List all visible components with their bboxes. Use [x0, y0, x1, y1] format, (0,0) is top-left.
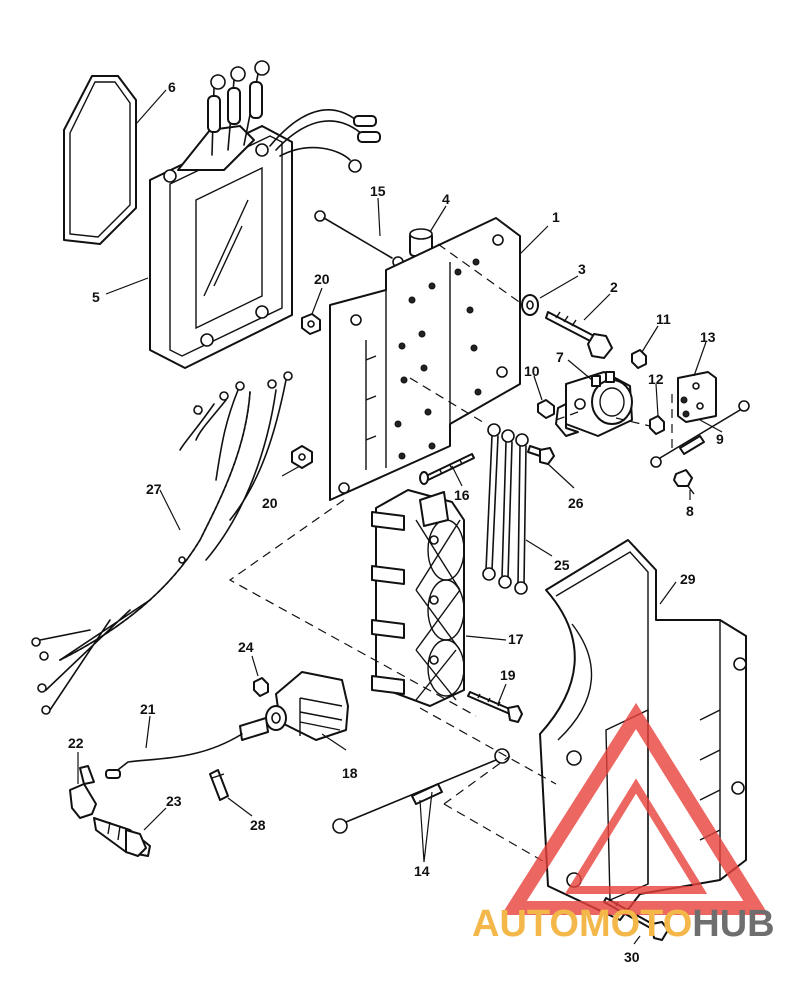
callout-12: 12 [648, 371, 664, 387]
part-22-plug-boot [69, 765, 97, 819]
callout-20-upper: 20 [314, 271, 330, 287]
callout-1: 1 [552, 209, 560, 225]
callout-26: 26 [568, 495, 584, 511]
triangle-logo-icon [501, 702, 769, 915]
callout-21: 21 [140, 701, 156, 717]
part-11-nut [631, 349, 647, 369]
callout-3: 3 [578, 261, 586, 277]
watermark-text-hub: HUB [692, 903, 775, 945]
part-20-nut-lower [291, 445, 313, 469]
callout-18: 18 [342, 765, 358, 781]
part-17-coil-bracket [371, 489, 465, 707]
callout-5: 5 [92, 289, 100, 305]
part-20-nut-upper [301, 313, 321, 335]
callout-30: 30 [624, 949, 640, 965]
callout-9: 9 [716, 431, 724, 447]
part-27-wire-harness [31, 371, 293, 715]
part-25-ground-straps [482, 423, 529, 595]
part-3-washer [521, 294, 539, 316]
callout-2: 2 [610, 279, 618, 295]
assembly-lines [228, 243, 651, 865]
part-26-screw [527, 445, 555, 465]
part-8-screw [673, 469, 695, 495]
part-19-screw [467, 691, 523, 723]
callout-15: 15 [370, 183, 386, 199]
part-16-screw [419, 453, 475, 485]
part-15-ground-strap [314, 210, 404, 268]
part-21-lead [105, 733, 243, 779]
callout-19: 19 [500, 667, 516, 683]
callout-24: 24 [238, 639, 254, 655]
callout-11: 11 [656, 311, 671, 327]
callout-17: 17 [508, 631, 524, 647]
callout-20-lower: 20 [262, 495, 278, 511]
part-2-bolt [545, 311, 613, 359]
part-18-rectifier [239, 671, 349, 741]
callout-8: 8 [686, 503, 694, 519]
part-12-nut [649, 415, 665, 435]
callout-6: 6 [168, 79, 176, 95]
callout-28: 28 [250, 817, 266, 833]
part-24-nut [253, 677, 269, 697]
callout-29: 29 [680, 571, 696, 587]
callout-4: 4 [442, 191, 450, 207]
callout-16: 16 [454, 487, 470, 503]
part-7-solenoid [555, 371, 633, 437]
callout-25: 25 [554, 557, 570, 573]
part-23-spark-plug [93, 817, 151, 857]
part-13-terminal-block [671, 371, 717, 452]
callout-27: 27 [146, 481, 162, 497]
callout-leaders [77, 89, 723, 945]
part-5-module [149, 60, 381, 369]
part-9-wire-lead [650, 400, 750, 468]
part-6-gasket [63, 75, 137, 245]
callout-10: 10 [524, 363, 540, 379]
callout-13: 13 [700, 329, 716, 345]
callout-7: 7 [556, 349, 564, 365]
part-28-clip [209, 769, 229, 801]
callout-14: 14 [414, 863, 430, 879]
watermark-logo: AUTOMOTOHUB [472, 900, 798, 948]
part-1-mounting-plate [329, 217, 521, 501]
callout-22: 22 [68, 735, 84, 751]
part-10-nut [537, 399, 555, 419]
watermark-text-automoto: AUTOMOTO [472, 903, 693, 945]
callout-labels: 1 2 3 4 5 6 7 8 9 10 11 12 13 14 15 16 1… [68, 79, 724, 965]
callout-23: 23 [166, 793, 182, 809]
